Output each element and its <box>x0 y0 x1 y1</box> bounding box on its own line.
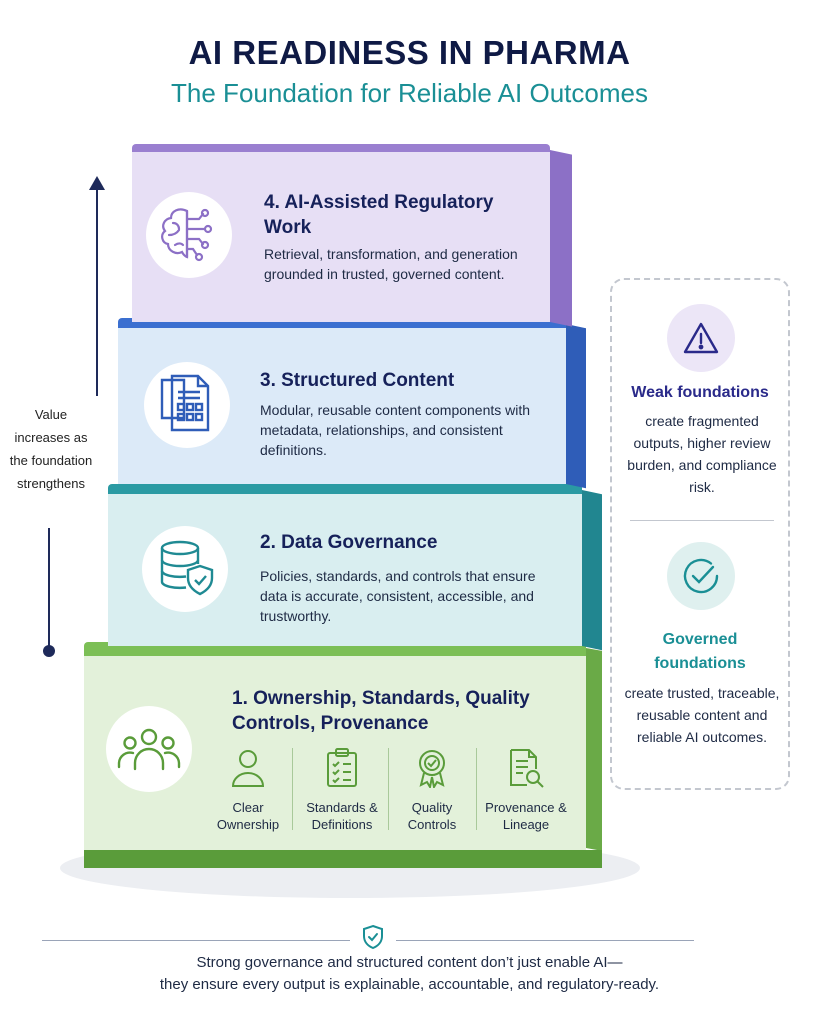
value-axis-label: Value increases as the foundation streng… <box>9 407 93 491</box>
weak-foundations-heading: Weak foundations <box>631 384 769 401</box>
arrow-base-dot <box>43 645 55 657</box>
warning-triangle-icon <box>667 304 735 372</box>
tier-1-title: 1. Ownership, Standards, Quality Control… <box>232 688 530 734</box>
tier-2-data-governance: 2. Data Governance Policies, standards, … <box>108 484 602 651</box>
database-shield-icon <box>142 526 228 612</box>
tier-3-description: Modular, reusable content components wit… <box>260 402 531 458</box>
sub-item-label: Provenance & Lineage <box>485 800 567 832</box>
sub-item-standards: Standards & Definitions <box>296 748 388 833</box>
footer-line-1: Strong governance and structured content… <box>196 954 623 971</box>
governed-foundations-text: create trusted, traceable, reusable cont… <box>624 685 780 745</box>
clipboard-checklist-icon <box>327 748 357 787</box>
footer-message: Strong governance and structured content… <box>0 952 819 996</box>
document-grid-icon <box>144 362 230 448</box>
value-arrow-line <box>96 186 98 396</box>
page-title: AI READINESS IN PHARMA <box>188 34 631 71</box>
footer-divider-right <box>396 940 694 941</box>
page-subtitle: The Foundation for Reliable AI Outcomes <box>171 78 648 108</box>
sub-item-label: Quality Controls <box>407 800 457 832</box>
sub-item-quality-controls: Quality Controls <box>386 748 478 833</box>
tier-2-title: 2. Data Governance <box>260 532 438 553</box>
document-search-icon <box>510 749 544 788</box>
people-group-icon <box>106 706 192 792</box>
tier-3-title: 3. Structured Content <box>260 370 455 391</box>
tier-4-description: Retrieval, transformation, and generatio… <box>264 246 518 282</box>
weak-foundations-text: create fragmented outputs, higher review… <box>627 413 777 495</box>
sub-item-provenance: Provenance & Lineage <box>480 748 572 833</box>
tier-1-foundation: 1. Ownership, Standards, Quality Control… <box>84 642 602 868</box>
footer-line-2: they ensure every output is explainable,… <box>159 976 660 993</box>
value-arrow-line-lower <box>48 528 50 650</box>
tier-4-title: 4. AI-Assisted Regulatory Work <box>264 192 494 238</box>
foundations-comparison-panel: Weak foundations create fragmented outpu… <box>610 278 790 790</box>
sub-item-clear-ownership: Clear Ownership <box>202 748 294 833</box>
tier-3-structured-content: 3. Structured Content Modular, reusable … <box>118 318 586 489</box>
tier-2-description: Policies, standards, and controls that e… <box>260 568 536 624</box>
brain-circuit-icon <box>146 192 232 278</box>
sub-item-label: Standards & Definitions <box>306 800 378 832</box>
person-icon <box>231 750 265 787</box>
award-badge-icon <box>419 750 445 790</box>
check-circle-icon <box>667 542 735 610</box>
shield-check-icon <box>360 924 386 950</box>
sub-item-label: Clear Ownership <box>216 800 280 832</box>
tier-4-ai-regulatory: 4. AI-Assisted Regulatory Work Retrieval… <box>132 144 572 327</box>
footer-divider-left <box>42 940 350 941</box>
arrow-up-icon <box>89 176 105 190</box>
governed-foundations-heading: Governed foundations <box>654 631 746 672</box>
